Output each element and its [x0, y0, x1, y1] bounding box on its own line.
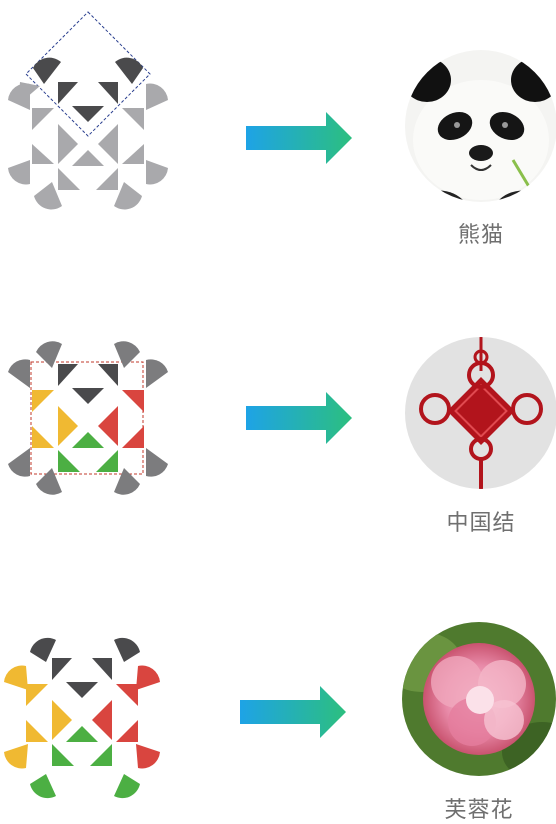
tri-red-2	[92, 700, 112, 740]
tri-yellow-1	[26, 684, 48, 706]
leaf-right-upper	[146, 83, 168, 110]
hibiscus-photo	[402, 622, 556, 776]
leaf-left-lower	[8, 160, 30, 185]
leaf-top-left	[30, 637, 56, 662]
tri-red-1	[116, 684, 138, 706]
knot-caption: 中国结	[446, 511, 516, 536]
tri-dark-center	[66, 682, 98, 698]
tri-yellow-2	[58, 406, 78, 446]
square-guide	[30, 361, 144, 475]
leaf-tr-a	[114, 341, 140, 368]
leaf-right-bottom	[136, 744, 160, 769]
arrow-right-icon	[246, 112, 352, 164]
tri-red-3	[122, 426, 144, 448]
tri-gray-center	[72, 150, 104, 166]
row-chinese-knot: 中国结	[0, 250, 556, 540]
tri-green-center	[66, 726, 98, 742]
knot-pattern-logo	[8, 341, 168, 495]
chinese-knot-photo	[405, 337, 556, 489]
arrow-right-icon	[240, 686, 346, 738]
tri-green-1	[52, 744, 74, 766]
leaf-left-bottom	[4, 744, 28, 769]
tri-red-3	[116, 720, 138, 742]
tri-dark-1	[58, 364, 78, 386]
leaf-left-top	[4, 665, 28, 690]
leaf-right-lower	[146, 160, 168, 185]
tri-dark-1	[52, 658, 72, 680]
leaf-tr-b	[146, 359, 168, 388]
tri-yellow-1	[32, 390, 54, 412]
tri-gray-2	[122, 108, 144, 130]
tri-yellow-3	[32, 426, 54, 448]
row-panda: 熊猫	[0, 0, 556, 250]
leaf-br-b	[114, 468, 140, 495]
row-hibiscus: 芙蓉花	[0, 540, 556, 823]
leaf-tl-a	[36, 341, 62, 368]
tri-green-1	[58, 450, 80, 472]
ear-top-right	[115, 57, 143, 84]
leaf-bottom-left	[34, 182, 62, 210]
panda-photo	[405, 50, 556, 202]
tri-gray-1	[32, 108, 54, 130]
tri-green-2	[90, 744, 112, 766]
hibiscus-pattern-logo	[4, 637, 160, 799]
panda-pattern-logo	[8, 11, 168, 210]
arrow-right-icon	[246, 392, 352, 444]
hibiscus-caption: 芙蓉花	[444, 798, 514, 823]
tri-red-1	[122, 390, 144, 412]
tri-gray-6	[122, 144, 144, 164]
tri-red-2	[98, 406, 118, 446]
leaf-top-right	[114, 637, 140, 662]
tri-gray-5	[32, 144, 54, 164]
diamond-guide	[25, 11, 151, 137]
tri-green-center	[72, 432, 104, 448]
tri-gray-7	[58, 168, 80, 190]
leaf-bottom-left	[30, 774, 56, 799]
leaf-bottom-right	[114, 774, 140, 799]
tri-dark-center	[72, 106, 104, 122]
ear-top-left	[33, 57, 61, 84]
leaf-tl-b	[8, 359, 30, 388]
tri-gray-4	[98, 124, 118, 164]
leaf-left-upper	[8, 83, 30, 110]
leaf-bottom-right	[114, 182, 142, 210]
tri-yellow-3	[26, 720, 48, 742]
tri-gray-8	[96, 168, 118, 190]
leaf-br-a	[146, 448, 168, 477]
tri-dark-2	[98, 364, 118, 386]
leaf-bl-b	[36, 468, 62, 495]
tri-green-2	[96, 450, 118, 472]
leaf-bl-a	[8, 448, 30, 477]
tri-dark-2	[92, 658, 112, 680]
tri-dark-2	[98, 82, 118, 104]
tri-dark-center	[72, 388, 104, 404]
tri-yellow-2	[52, 700, 72, 740]
leaf-right-top	[136, 665, 160, 690]
panda-caption: 熊猫	[457, 223, 504, 248]
tri-gray-3	[58, 124, 78, 164]
tri-dark-1	[58, 82, 78, 104]
